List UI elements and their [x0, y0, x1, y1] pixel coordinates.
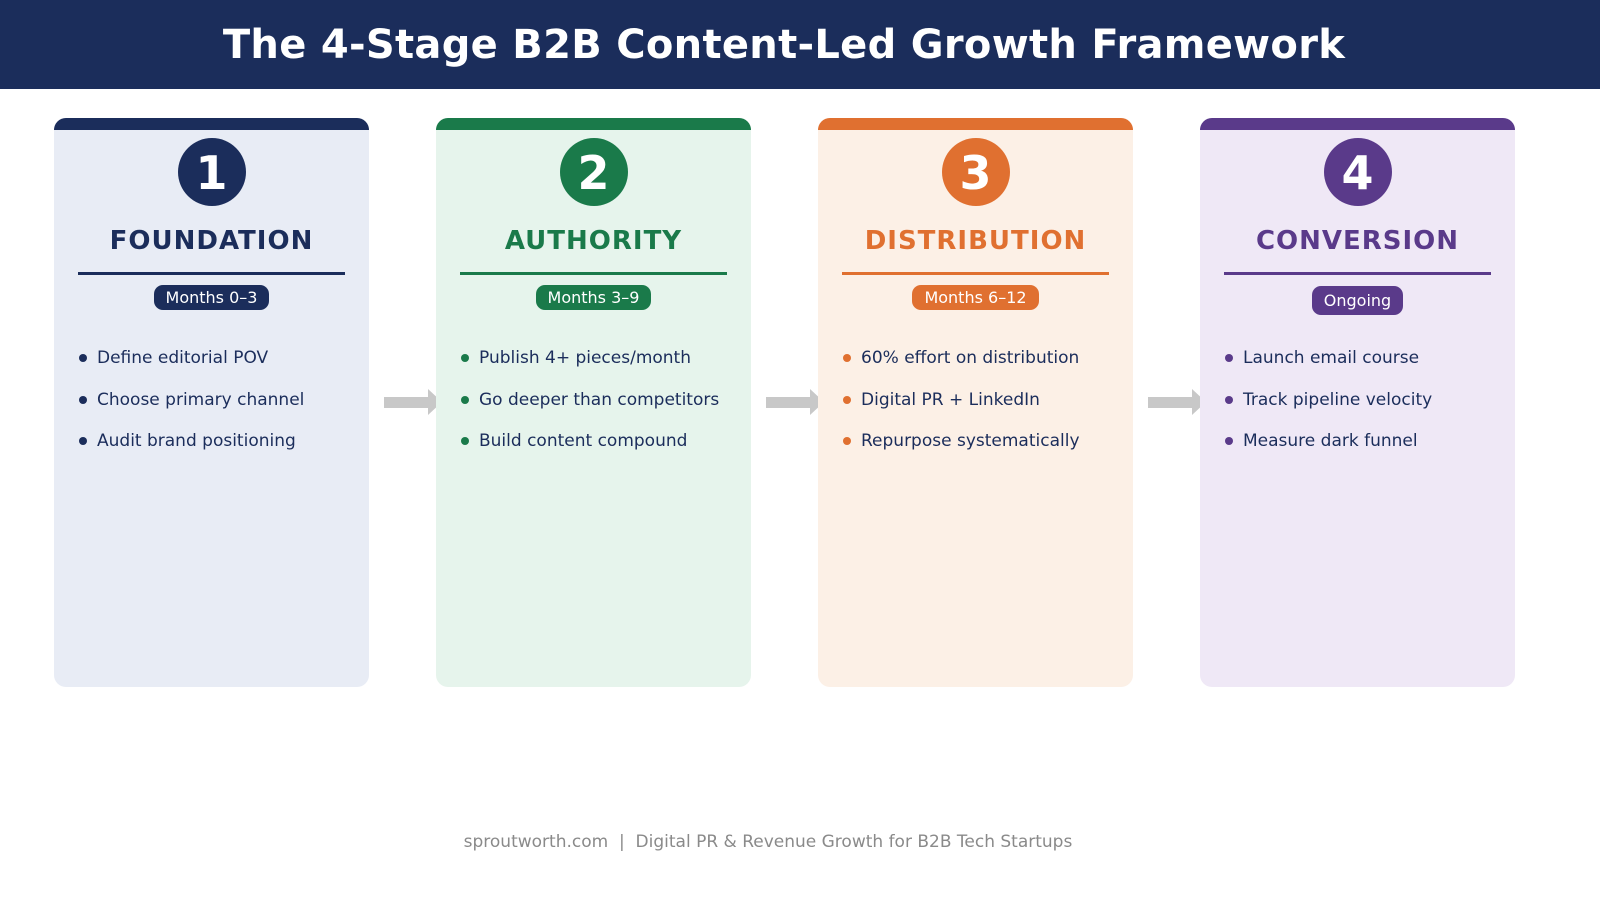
list-item: Build content compound	[436, 429, 751, 471]
stage-card-foundation: 1 FOUNDATION Months 0–3 Define editorial…	[54, 118, 369, 687]
list-item: Choose primary channel	[54, 388, 369, 430]
stage-divider	[842, 272, 1109, 275]
bullet-icon	[1225, 437, 1233, 445]
stage-number-circle: 1	[177, 138, 246, 206]
list-item-text: Publish 4+ pieces/month	[479, 348, 692, 368]
arrow-right-icon	[1148, 389, 1206, 415]
bullet-icon	[461, 354, 469, 362]
arrow-right-icon	[384, 389, 442, 415]
list-item-text: Go deeper than competitors	[479, 389, 720, 410]
stage-number-circle: 3	[941, 138, 1010, 206]
card-top-bar	[54, 118, 369, 130]
stage-number-circle: 2	[559, 138, 628, 206]
bullet-icon	[843, 395, 851, 404]
stage-items: 60% effort on distribution Digital PR + …	[818, 346, 1133, 471]
bullet-icon	[843, 354, 851, 362]
bullet-icon	[461, 437, 469, 445]
bullet-icon	[1225, 354, 1233, 362]
arrow-right-icon	[766, 389, 824, 415]
list-item-text: Digital PR + LinkedIn	[861, 389, 1040, 410]
bullet-icon	[843, 437, 851, 445]
card-top-bar	[1200, 118, 1515, 130]
list-item: Digital PR + LinkedIn	[818, 388, 1133, 430]
list-item-text: Track pipeline velocity	[1243, 389, 1433, 410]
stage-card-distribution: 3 DISTRIBUTION Months 6–12 60% effort on…	[818, 118, 1133, 687]
list-item-text: Measure dark funnel	[1243, 431, 1418, 451]
stage-number: 3	[959, 146, 992, 200]
list-item: Go deeper than competitors	[436, 388, 751, 430]
list-item-text: Repurpose systematically	[861, 431, 1080, 451]
footer-credit: sproutworth.com | Digital PR & Revenue G…	[463, 832, 1073, 852]
list-item-text: 60% effort on distribution	[861, 348, 1080, 368]
list-item: Repurpose systematically	[818, 429, 1133, 471]
stage-name: CONVERSION	[1255, 226, 1460, 256]
list-item-text: Define editorial POV	[97, 348, 269, 368]
stage-number: 4	[1341, 146, 1374, 200]
card-top-bar	[818, 118, 1133, 130]
stage-divider	[460, 272, 727, 275]
page-title: The 4-Stage B2B Content-Led Growth Frame…	[222, 21, 1346, 68]
list-item: Publish 4+ pieces/month	[436, 346, 751, 388]
stage-items: Publish 4+ pieces/month Go deeper than c…	[436, 346, 751, 471]
timeframe-badge: Months 0–3	[153, 285, 270, 310]
stage-card-conversion: 4 CONVERSION Ongoing Launch email course…	[1200, 118, 1515, 687]
list-item: Audit brand positioning	[54, 429, 369, 471]
bullet-icon	[1225, 395, 1233, 404]
list-item-text: Launch email course	[1243, 348, 1420, 368]
stage-name: DISTRIBUTION	[864, 226, 1087, 256]
list-item-text: Audit brand positioning	[97, 431, 296, 451]
bullet-icon	[79, 395, 87, 404]
list-item: 60% effort on distribution	[818, 346, 1133, 388]
stage-divider	[1224, 272, 1491, 275]
timeframe-badge: Ongoing	[1311, 286, 1404, 315]
stage-items: Define editorial POV Choose primary chan…	[54, 346, 369, 471]
stage-number: 2	[577, 146, 610, 200]
timeframe-badge: Months 6–12	[912, 285, 1039, 310]
stage-name: AUTHORITY	[504, 226, 683, 256]
list-item: Launch email course	[1200, 346, 1515, 388]
list-item-text: Choose primary channel	[97, 389, 305, 410]
stage-divider	[78, 272, 345, 275]
stage-number: 1	[195, 146, 228, 200]
timeframe-badge: Months 3–9	[535, 285, 652, 310]
stage-number-circle: 4	[1323, 138, 1392, 206]
header-banner: The 4-Stage B2B Content-Led Growth Frame…	[0, 0, 1600, 89]
bullet-icon	[79, 437, 87, 445]
bullet-icon	[461, 395, 469, 404]
stage-items: Launch email course Track pipeline veloc…	[1200, 346, 1515, 471]
stage-name: FOUNDATION	[109, 226, 314, 256]
card-top-bar	[436, 118, 751, 130]
list-item: Define editorial POV	[54, 346, 369, 388]
bullet-icon	[79, 354, 87, 362]
stage-card-authority: 2 AUTHORITY Months 3–9 Publish 4+ pieces…	[436, 118, 751, 687]
list-item-text: Build content compound	[479, 431, 688, 451]
list-item: Track pipeline velocity	[1200, 388, 1515, 430]
list-item: Measure dark funnel	[1200, 429, 1515, 471]
